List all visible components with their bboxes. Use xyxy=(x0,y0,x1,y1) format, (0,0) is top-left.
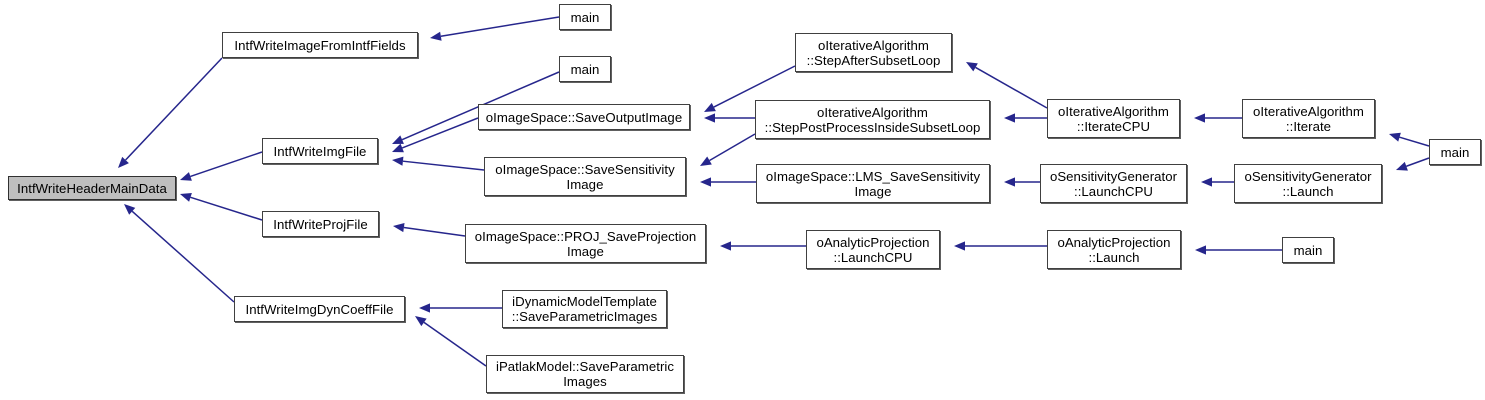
call-edge xyxy=(403,226,466,237)
call-edge xyxy=(131,210,235,303)
call-edge xyxy=(402,160,485,171)
graph-node-oimagespace-savesensitivity-image[interactable]: oImageSpace::SaveSensitivity Image xyxy=(484,157,686,196)
arrow-head-icon xyxy=(1194,113,1205,123)
call-edge xyxy=(1406,157,1430,167)
graph-node-osensitivitygenerator-launchcpu[interactable]: oSensitivityGenerator ::LaunchCPU xyxy=(1040,164,1187,203)
arrow-head-icon xyxy=(1201,177,1212,187)
graph-node-oiterativealgorithm-steppostprocessinsidesubsetloop[interactable]: oIterativeAlgorithm ::StepPostProcessIns… xyxy=(755,100,990,139)
graph-node-oanalyticprojection-launchcpu[interactable]: oAnalyticProjection ::LaunchCPU xyxy=(806,230,940,269)
graph-node-main[interactable]: main xyxy=(559,56,611,82)
arrow-head-icon xyxy=(392,143,404,153)
arrow-head-icon xyxy=(1004,177,1015,187)
graph-node-oimagespace-lms-savesensitivity-image[interactable]: oImageSpace::LMS_SaveSensitivity Image xyxy=(756,164,990,203)
graph-node-oiterativealgorithm-iteratecpu[interactable]: oIterativeAlgorithm ::IterateCPU xyxy=(1047,99,1180,138)
call-edge xyxy=(190,151,263,178)
graph-node-oimagespace-proj-saveprojection-image[interactable]: oImageSpace::PROJ_SaveProjection Image xyxy=(465,224,706,263)
arrow-head-icon xyxy=(124,204,136,215)
arrow-head-icon xyxy=(1004,113,1015,123)
arrow-head-icon xyxy=(700,177,711,187)
call-edge xyxy=(401,117,479,149)
arrow-head-icon xyxy=(392,156,404,166)
arrow-head-icon xyxy=(180,192,192,202)
graph-node-ipatlakmodel-saveparametric-images[interactable]: iPatlakModel::SaveParametric Images xyxy=(486,355,684,393)
arrow-head-icon xyxy=(704,113,715,123)
call-edge xyxy=(440,16,560,37)
call-edge xyxy=(1399,136,1430,147)
arrow-head-icon xyxy=(966,62,978,72)
graph-node-main[interactable]: main xyxy=(559,4,611,30)
arrow-head-icon xyxy=(954,241,965,251)
arrow-head-icon xyxy=(118,156,129,168)
graph-node-oiterativealgorithm-iterate[interactable]: oIterativeAlgorithm ::Iterate xyxy=(1242,99,1375,138)
arrow-head-icon xyxy=(720,241,731,251)
arrow-head-icon xyxy=(393,222,405,233)
arrow-head-icon xyxy=(1396,161,1408,171)
graph-node-oiterativealgorithm-stepaftersubsetloop[interactable]: oIterativeAlgorithm ::StepAfterSubsetLoo… xyxy=(795,33,952,72)
graph-node-osensitivitygenerator-launch[interactable]: oSensitivityGenerator ::Launch xyxy=(1234,164,1382,203)
arrow-head-icon xyxy=(430,31,442,41)
arrow-head-icon xyxy=(415,316,427,327)
graph-node-oimagespace-saveoutputimage[interactable]: oImageSpace::SaveOutputImage xyxy=(478,104,690,130)
graph-node-intfwriteimgdyncoefffile[interactable]: IntfWriteImgDynCoeffFile xyxy=(234,296,405,322)
graph-node-idynamicmodeltemplate-saveparametricimages[interactable]: iDynamicModelTemplate ::SaveParametricIm… xyxy=(502,290,667,328)
call-edge xyxy=(423,321,487,367)
call-edge xyxy=(125,57,223,161)
graph-node-main[interactable]: main xyxy=(1429,139,1481,165)
call-edge xyxy=(190,196,263,221)
graph-node-intfwriteheadermaindata[interactable]: IntfWriteHeaderMainData xyxy=(8,176,176,200)
arrow-head-icon xyxy=(1389,132,1401,142)
arrow-head-icon xyxy=(419,303,430,313)
graph-node-main[interactable]: main xyxy=(1282,237,1334,263)
arrow-head-icon xyxy=(704,102,716,112)
graph-node-intfwriteimagefromintffields[interactable]: IntfWriteImageFromIntfFields xyxy=(222,32,418,58)
graph-node-intfwriteimgfile[interactable]: IntfWriteImgFile xyxy=(262,138,378,164)
arrow-head-icon xyxy=(392,135,404,144)
graph-node-oanalyticprojection-launch[interactable]: oAnalyticProjection ::Launch xyxy=(1047,230,1181,269)
call-edge xyxy=(709,133,756,162)
arrow-head-icon xyxy=(180,172,192,181)
arrow-head-icon xyxy=(1195,245,1206,255)
graph-node-intfwriteprojfile[interactable]: IntfWriteProjFile xyxy=(262,211,379,237)
arrow-head-icon xyxy=(700,156,712,166)
